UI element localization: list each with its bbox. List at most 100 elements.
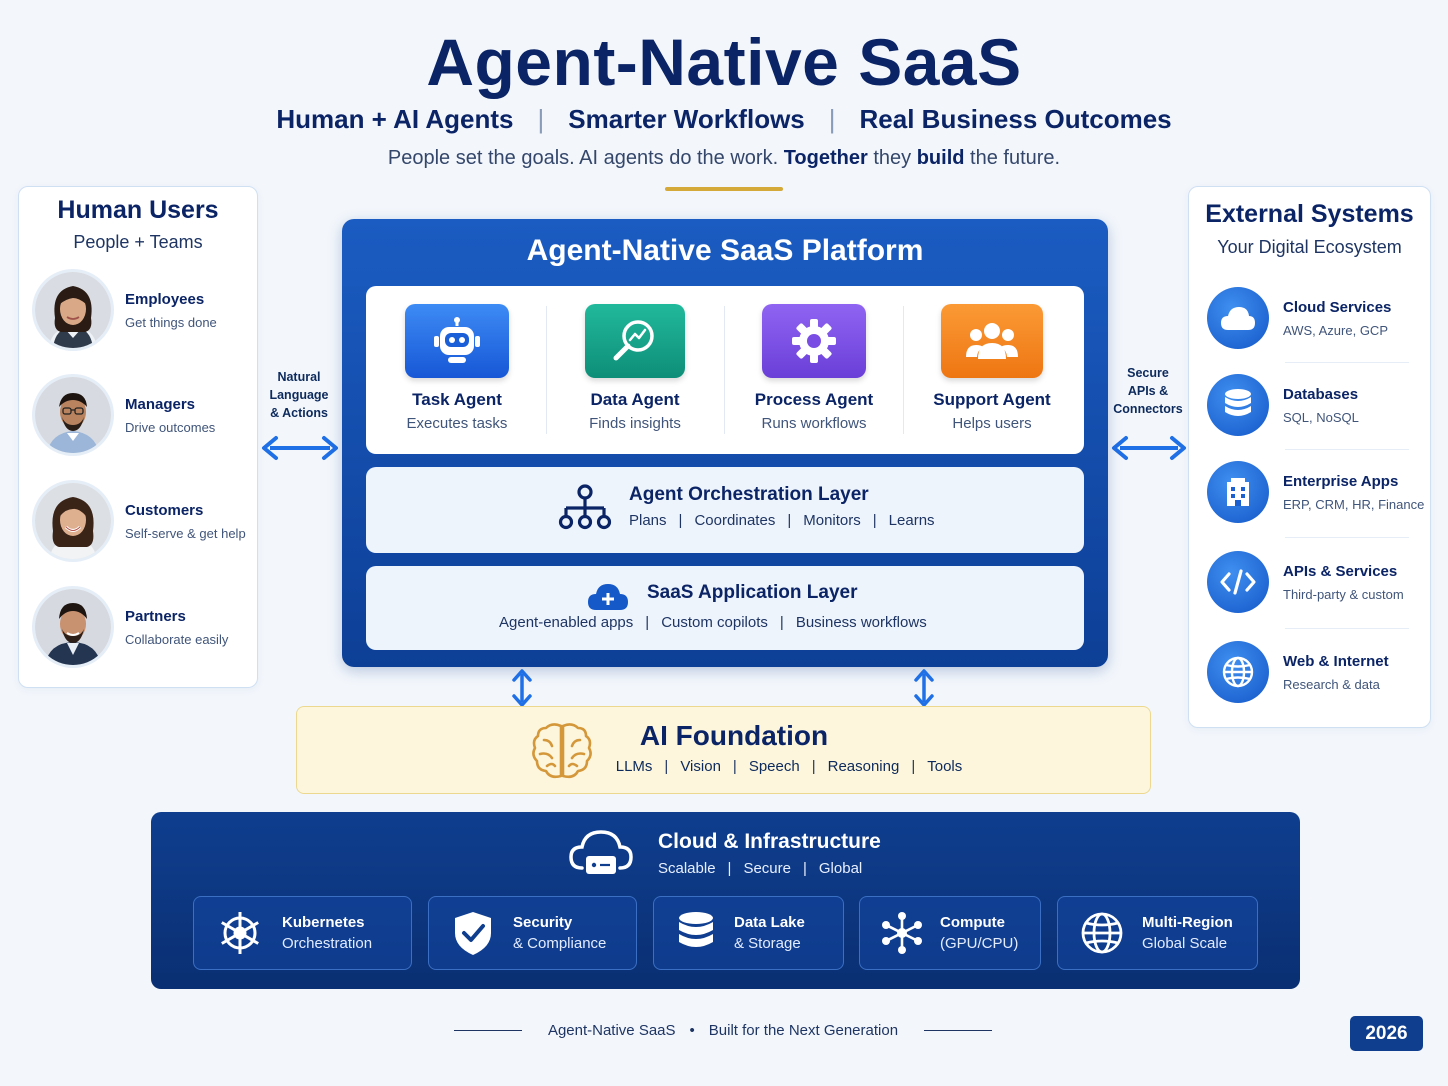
infra-title: Data Lake — [734, 914, 805, 931]
ai-item: Reasoning — [827, 758, 900, 775]
user-customers: Customers Self-serve & get help — [35, 483, 246, 559]
tagline: People set the goals. AI agents do the w… — [0, 147, 1448, 170]
layer-title: SaaS Application Layer — [647, 582, 858, 603]
user-name: Partners — [125, 607, 186, 625]
data-agent: Data Agent Finds insights — [555, 304, 715, 432]
platform-title: Agent-Native SaaS Platform — [526, 234, 924, 267]
infra-sub: & Compliance — [513, 935, 607, 952]
avatar — [35, 377, 111, 453]
footer: Agent-Native SaaS • Built for the Next G… — [444, 1022, 1002, 1039]
subtitle-item: Smarter Workflows — [568, 104, 805, 134]
connector-text: Natural — [277, 370, 321, 384]
infra-multi-region: Multi-Region Global Scale — [1057, 896, 1258, 970]
support-agent: Support Agent Helps users — [912, 304, 1072, 432]
users-icon — [941, 304, 1043, 378]
ai-foundation-card — [296, 706, 1151, 794]
divider — [724, 306, 725, 434]
shield-check-icon — [455, 912, 491, 955]
infra-title: Kubernetes — [282, 914, 365, 931]
separator: | — [828, 104, 836, 134]
cloud-server-icon — [569, 830, 633, 874]
hierarchy-icon — [558, 484, 612, 530]
tagline-emphasis: Together — [783, 147, 868, 169]
panel-title: Human Users — [57, 196, 219, 224]
agent-desc: Runs workflows — [761, 415, 867, 432]
agent-name: Task Agent — [412, 390, 502, 409]
agent-name: Support Agent — [933, 390, 1051, 409]
ext-name: Databases — [1283, 385, 1359, 403]
divider — [1285, 628, 1409, 629]
page-title: Agent-Native SaaS — [426, 25, 1022, 99]
layer-items: Plans| Coordinates| Monitors| Learns — [629, 512, 935, 529]
layer-item: Agent-enabled apps — [499, 614, 634, 631]
cloud-plus-icon — [588, 584, 628, 610]
layer-item: Coordinates — [694, 512, 776, 529]
globe-icon — [1081, 912, 1123, 954]
panel-title: External Systems — [1205, 200, 1414, 228]
infra-sub: & Storage — [734, 935, 801, 952]
tagline-emphasis: build — [916, 147, 965, 169]
footer-left: Agent-Native SaaS — [547, 1022, 676, 1039]
ai-item: LLMs — [615, 758, 653, 775]
ext-apis-services: APIs & Services Third-party & custom — [1207, 551, 1404, 613]
divider — [546, 306, 547, 434]
title-underline — [665, 187, 783, 191]
layer-item: Custom copilots — [661, 614, 768, 631]
agent-desc: Finds insights — [589, 415, 681, 432]
user-desc: Self-serve & get help — [125, 525, 246, 541]
tagline-text: People set the goals. AI agents do the w… — [387, 147, 784, 169]
brain-icon — [532, 723, 592, 779]
panel-subtitle: Your Digital Ecosystem — [1217, 237, 1402, 257]
ai-item: Tools — [927, 758, 963, 775]
double-arrow-icon — [262, 436, 338, 460]
connector-text: Secure — [1127, 366, 1169, 380]
infra-title: Security — [513, 914, 573, 931]
ai-item: Speech — [748, 758, 800, 775]
user-desc: Get things done — [125, 314, 217, 330]
user-name: Customers — [125, 501, 204, 519]
agent-desc: Helps users — [952, 415, 1032, 432]
layer-item: Business workflows — [795, 614, 927, 631]
connector-text: & Actions — [270, 406, 328, 420]
user-desc: Collaborate easily — [125, 631, 229, 647]
ai-item: Vision — [680, 758, 721, 775]
right-connector-label: Secure APIs & Connectors — [1110, 364, 1186, 418]
layer-item: Learns — [888, 512, 935, 529]
layer-item: Plans — [629, 512, 667, 529]
subtitle: Human + AI Agents | Smarter Workflows | … — [0, 104, 1448, 135]
ext-desc: Third-party & custom — [1283, 586, 1404, 602]
cloud-item: Secure — [743, 860, 791, 877]
divider — [1285, 449, 1409, 450]
subtitle-item: Human + AI Agents — [276, 104, 514, 134]
user-employees: Employees Get things done — [35, 272, 217, 348]
cloud-items: Scalable| Secure| Global — [658, 860, 863, 877]
ext-name: APIs & Services — [1283, 562, 1398, 580]
building-icon — [1207, 461, 1269, 523]
separator: | — [537, 104, 545, 134]
database-icon — [1207, 374, 1269, 436]
ext-desc: SQL, NoSQL — [1283, 409, 1359, 425]
globe-icon — [1207, 641, 1269, 703]
divider — [924, 1029, 993, 1032]
year-badge: 2026 — [1350, 1016, 1423, 1051]
ext-desc: AWS, Azure, GCP — [1283, 322, 1388, 338]
agent-name: Data Agent — [590, 390, 680, 409]
cloud-title: Cloud & Infrastructure — [658, 830, 881, 853]
agent-name: Process Agent — [754, 390, 874, 409]
layer-item: Monitors — [803, 512, 861, 529]
vertical-double-arrow-icon — [512, 669, 532, 707]
network-nodes-icon — [882, 912, 922, 954]
footer-dot: • — [689, 1022, 695, 1039]
infra-sub: Orchestration — [282, 935, 373, 952]
avatar — [35, 483, 111, 559]
infra-security: Security & Compliance — [428, 896, 637, 970]
ext-name: Cloud Services — [1283, 298, 1392, 316]
left-connector-label: Natural Language & Actions — [262, 368, 336, 422]
avatar — [35, 589, 111, 665]
external-systems-panel: External Systems Your Digital Ecosystem … — [1188, 186, 1431, 728]
layer-title: Agent Orchestration Layer — [629, 484, 869, 505]
infra-title: Multi-Region — [1142, 914, 1233, 931]
infra-kubernetes: Kubernetes Orchestration — [193, 896, 412, 970]
footer-right: Built for the Next Generation — [708, 1022, 899, 1039]
ext-web-internet: Web & Internet Research & data — [1207, 641, 1389, 703]
